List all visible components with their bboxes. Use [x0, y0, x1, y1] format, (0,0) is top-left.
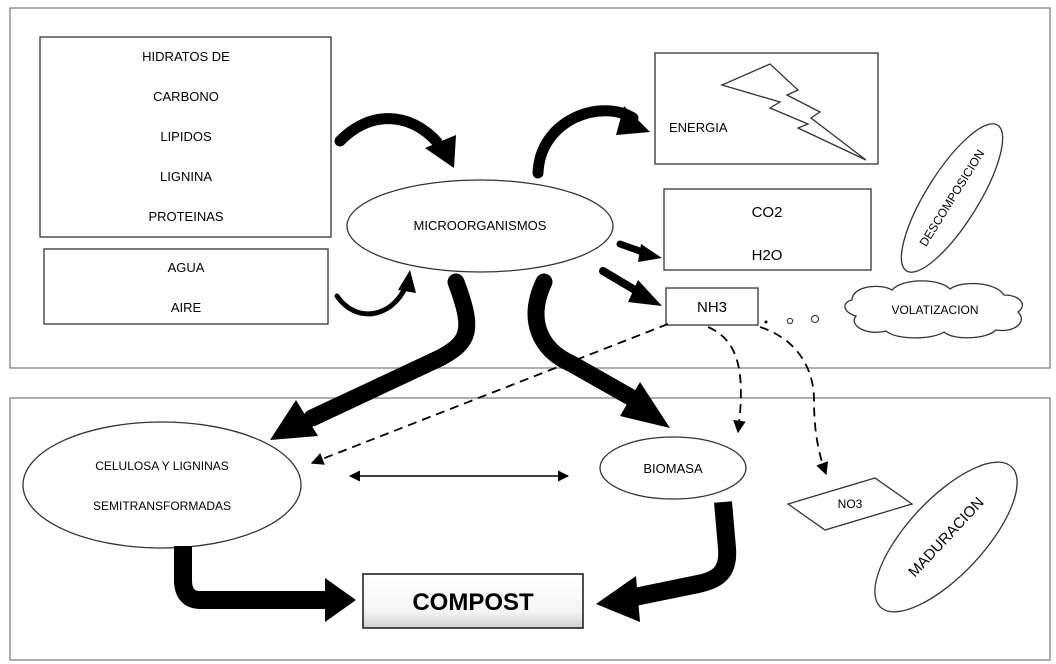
microorganisms-node: MICROORGANISMOS	[346, 179, 614, 273]
arrowhead	[620, 382, 670, 428]
arrowhead	[398, 270, 416, 293]
arrowhead	[638, 244, 662, 262]
compost-label: COMPOST	[412, 589, 534, 616]
energy-box: ENERGIA	[654, 52, 879, 165]
nitrate-node: NO3	[786, 477, 914, 531]
arrowhead	[325, 578, 356, 622]
dashed-arrow	[310, 323, 669, 465]
flow-arrow	[532, 105, 639, 179]
h2o-label: H2O	[752, 247, 783, 264]
flow-arrow	[303, 273, 476, 427]
input-item: PROTEINAS	[148, 209, 223, 224]
input-item: LIPIDOS	[160, 129, 212, 144]
lightning-bolt-icon	[720, 63, 867, 161]
vapor-bubble	[786, 317, 794, 325]
flow-arrow	[174, 546, 330, 609]
flow-arrow	[334, 283, 409, 317]
volatilization-cloud: VOLATIZACION	[844, 280, 1023, 339]
ammonia-label: NH3	[697, 299, 727, 316]
water-label: AGUA	[168, 260, 205, 275]
volatilization-label: VOLATIZACION	[891, 303, 978, 317]
biomass-node: BIOMASA	[599, 436, 747, 500]
energy-label: ENERGIA	[669, 120, 728, 135]
dashed-arrow	[707, 326, 746, 434]
dashed-arrow	[759, 326, 829, 476]
organic-inputs-box: HIDRATOS DE CARBONO LIPIDOS LIGNINA PROT…	[39, 36, 332, 238]
compost-box: COMPOST	[362, 573, 584, 629]
cellulose-node: CELULOSA Y LIGNINAS SEMITRANSFORMADAS	[22, 421, 302, 549]
water-air-box: AGUA AIRE	[43, 248, 329, 325]
air-label: AIRE	[171, 300, 202, 315]
arrowhead	[616, 106, 650, 135]
gases-box: CO2 H2O	[663, 188, 872, 271]
microorganisms-label: MICROORGANISMOS	[414, 218, 547, 233]
vapor-bubble	[810, 314, 820, 324]
flow-arrow	[334, 113, 443, 148]
co2-label: CO2	[752, 204, 783, 221]
nitrate-label: NO3	[838, 497, 863, 511]
arrowhead	[628, 280, 662, 306]
input-item: CARBONO	[153, 89, 219, 104]
cellulose-line: SEMITRANSFORMADAS	[93, 499, 231, 513]
input-item: LIGNINA	[160, 169, 212, 184]
biomass-label: BIOMASA	[643, 461, 703, 476]
input-item: HIDRATOS DE	[142, 49, 230, 64]
cellulose-line: CELULOSA Y LIGNINAS	[95, 459, 229, 473]
arrowhead	[596, 576, 640, 622]
ammonia-box: NH3	[665, 287, 759, 326]
arrowhead	[425, 135, 456, 168]
vapor-bubble	[764, 320, 768, 324]
arrowhead	[270, 400, 318, 440]
flow-arrow	[628, 501, 737, 607]
